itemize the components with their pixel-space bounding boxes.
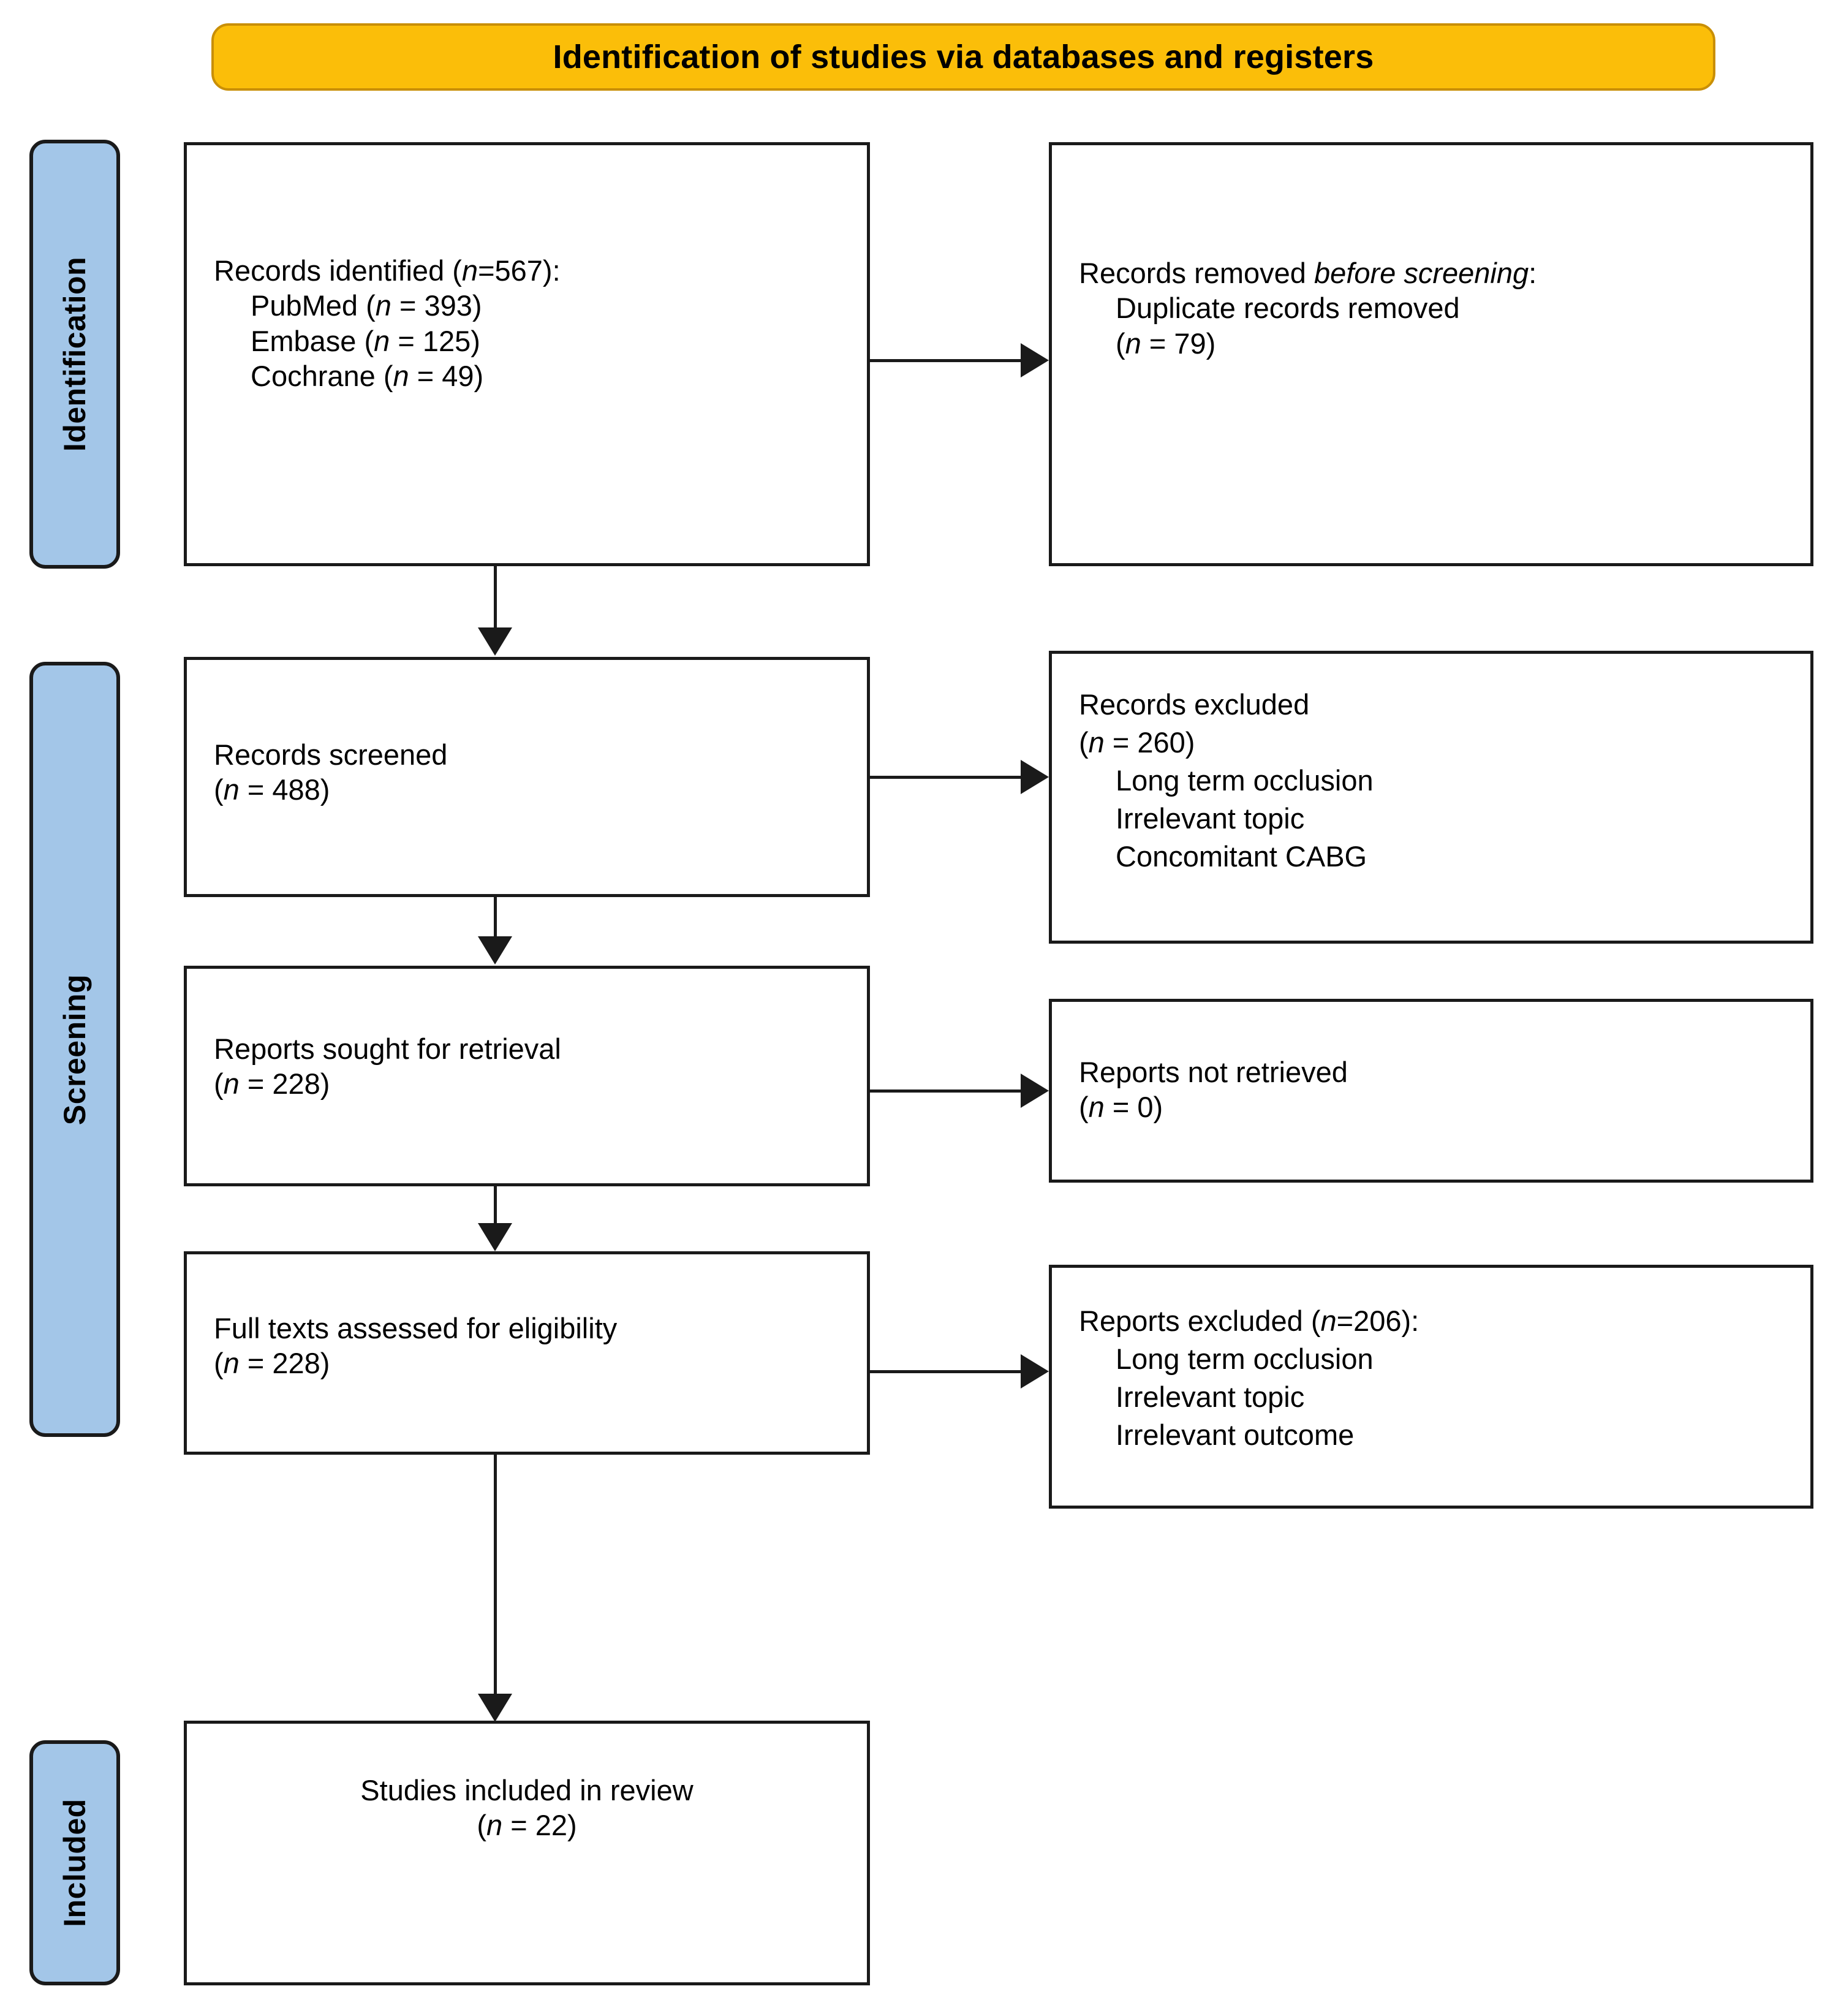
studies-included-heading: Studies included in review <box>360 1774 694 1806</box>
box-records-identified: Records identified (n=567): PubMed (n = … <box>184 142 870 566</box>
records-excluded-reason: Concomitant CABG <box>1116 840 1367 873</box>
studies-included-count: (n = 22) <box>477 1809 577 1842</box>
arrowhead-sought-to-fulltext <box>478 1223 512 1251</box>
connector-sought-to-fulltext <box>494 1186 497 1223</box>
source-cochrane: Cochrane (n = 49) <box>251 359 484 392</box>
arrowhead-screened-to-sought <box>478 936 512 964</box>
duplicate-records-count: (n = 79) <box>1116 327 1216 360</box>
box-studies-included: Studies included in review (n = 22) <box>184 1721 870 1985</box>
arrowhead-identified-to-removed <box>1021 343 1049 377</box>
stage-identification-text: Identification <box>58 256 93 452</box>
source-pubmed: PubMed (n = 393) <box>251 289 482 322</box>
reports-excluded-reason: Long term occlusion <box>1116 1343 1374 1376</box>
full-texts-count: (n = 228) <box>214 1347 330 1380</box>
arrowhead-screened-to-excluded <box>1021 760 1049 794</box>
source-embase: Embase (n = 125) <box>251 324 480 357</box>
reports-not-retrieved-heading: Reports not retrieved <box>1079 1056 1348 1088</box>
box-full-texts-assessed: Full texts assessed for eligibility (n =… <box>184 1251 870 1455</box>
box-reports-sought-for-retrieval: Reports sought for retrieval (n = 228) <box>184 966 870 1186</box>
box-records-screened: Records screened (n = 488) <box>184 657 870 897</box>
reports-not-retrieved-count: (n = 0) <box>1079 1091 1163 1124</box>
arrowhead-fulltext-to-excluded <box>1021 1354 1049 1389</box>
records-excluded-reason: Long term occlusion <box>1116 764 1374 797</box>
duplicate-records-removed: Duplicate records removed <box>1116 292 1460 325</box>
records-screened-count: (n = 488) <box>214 773 330 806</box>
stage-included-text: Included <box>58 1798 93 1927</box>
connector-screened-to-sought <box>494 897 497 936</box>
reports-excluded-reason: Irrelevant topic <box>1116 1381 1305 1414</box>
records-identified-heading: Records identified (n=567): <box>214 254 561 287</box>
reports-sought-count: (n = 228) <box>214 1067 330 1101</box>
connector-sought-to-notretrieved <box>870 1089 1021 1093</box>
records-excluded-heading: Records excluded <box>1079 688 1310 721</box>
arrowhead-identified-to-screened <box>478 627 512 656</box>
banner-title: Identification of studies via databases … <box>553 39 1374 75</box>
records-excluded-count: (n = 260) <box>1079 726 1195 759</box>
box-reports-excluded: Reports excluded (n=206): Long term occl… <box>1049 1265 1813 1509</box>
stage-screening-text: Screening <box>58 974 92 1125</box>
connector-identified-to-removed <box>870 359 1021 362</box>
arrowhead-fulltext-to-included <box>478 1694 512 1722</box>
stage-label-included: Included <box>29 1740 120 1985</box>
records-excluded-reason: Irrelevant topic <box>1116 802 1305 835</box>
stage-label-identification: Identification <box>29 140 120 569</box>
connector-fulltext-to-excluded <box>870 1370 1021 1373</box>
records-removed-heading: Records removed before screening: <box>1079 257 1537 289</box>
records-screened-heading: Records screened <box>214 738 448 771</box>
reports-excluded-reason: Irrelevant outcome <box>1116 1419 1355 1452</box>
reports-excluded-heading: Reports excluded (n=206): <box>1079 1305 1419 1337</box>
diagram-banner: Identification of studies via databases … <box>211 23 1715 91</box>
box-records-removed: Records removed before screening: Duplic… <box>1049 142 1813 566</box>
connector-screened-to-excluded <box>870 776 1021 779</box>
box-records-excluded: Records excluded (n = 260) Long term occ… <box>1049 651 1813 944</box>
connector-fulltext-to-included <box>494 1455 497 1694</box>
connector-identified-to-screened <box>494 566 497 627</box>
full-texts-heading: Full texts assessed for eligibility <box>214 1312 618 1344</box>
box-reports-not-retrieved: Reports not retrieved (n = 0) <box>1049 999 1813 1183</box>
stage-label-screening: Screening <box>29 662 120 1437</box>
reports-sought-heading: Reports sought for retrieval <box>214 1033 561 1065</box>
arrowhead-sought-to-notretrieved <box>1021 1074 1049 1108</box>
